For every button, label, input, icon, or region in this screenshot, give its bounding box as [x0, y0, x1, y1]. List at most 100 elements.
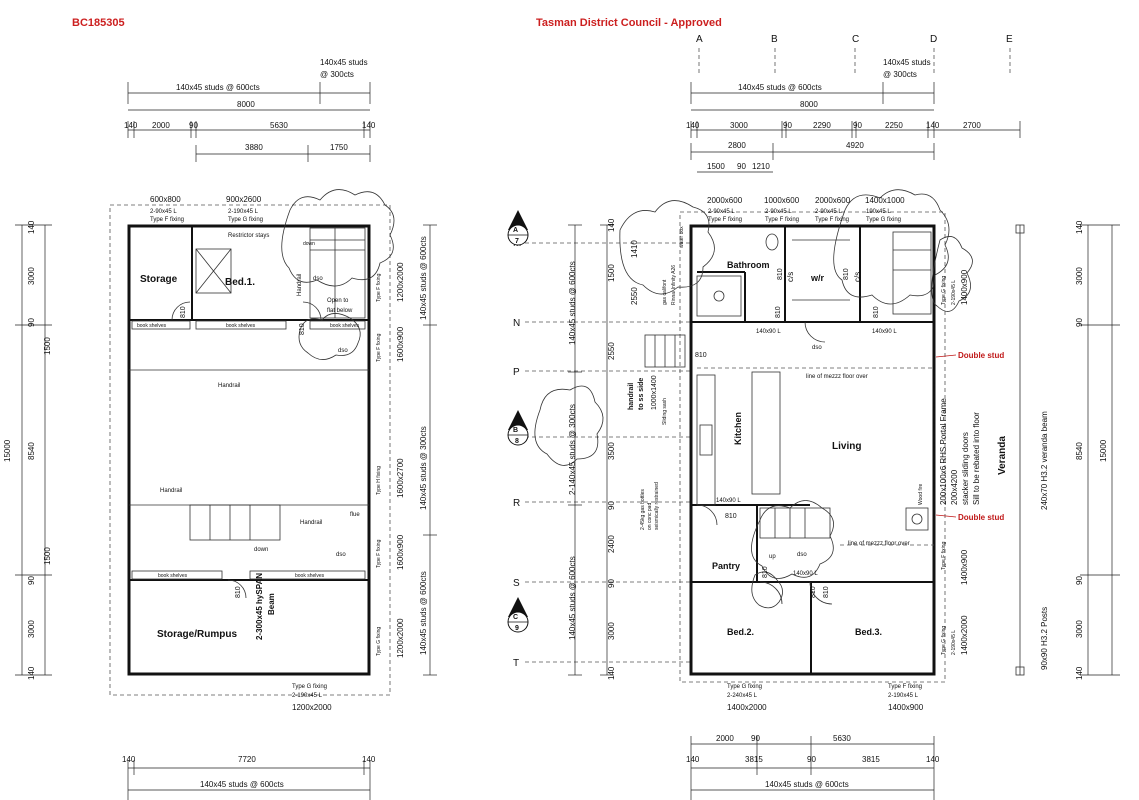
right-stud-note: 140x45 studs — [883, 58, 931, 67]
grid-row-n: N — [513, 318, 520, 329]
grid-row-t: T — [513, 658, 519, 669]
right-stud-note-a: 140x45 studs @ 600cts — [568, 261, 577, 345]
right-window-2: 1000x600 — [764, 196, 800, 205]
left-studs-600: 140x45 studs @ 600cts — [176, 83, 260, 92]
left-stud-note-a: 140x45 studs @ 600cts — [419, 236, 428, 320]
section-c-id: C — [513, 614, 518, 621]
right-bottom-fix-1: Type G fixing — [727, 684, 762, 690]
left-dim-1750: 1750 — [330, 143, 348, 152]
right-dim-3000: 3000 — [730, 121, 748, 130]
left-open-below-2: flat below — [327, 308, 353, 314]
right-double-stud-1: Double stud — [958, 351, 1004, 360]
right-window-fix-2: Type F fixing — [765, 217, 799, 223]
right-lintel-2: 140x90 L — [872, 329, 897, 335]
left-opening-4: 1600x900 — [396, 534, 405, 570]
left-stud-note-2: @ 300cts — [320, 70, 354, 79]
left-restrictor-note: Restrictor stays — [228, 233, 269, 239]
right-dim-4920: 4920 — [846, 141, 864, 150]
right-side-window-3: 1400x2000 — [960, 615, 969, 655]
left-stud-notes: 140x45 studs @ 600cts 140x45 studs @ 300… — [419, 224, 437, 676]
right-door-810-7: 810 — [810, 586, 817, 598]
left-dim-5630: 5630 — [270, 121, 288, 130]
right-side-2400: 2400 — [607, 535, 616, 553]
right-door-810-5: 810 — [695, 352, 707, 359]
portal-frame-3: stacker sliding doors — [961, 432, 970, 505]
right-bottom-140a: 140 — [686, 755, 700, 764]
right-side-3000b: 3000 — [607, 622, 616, 640]
left-side-dimensions: 140 3000 90 1500 8540 1500 90 3000 140 1… — [3, 220, 52, 680]
right-side-3000a: 1500 — [607, 264, 616, 282]
right-side-1500: 2550 — [630, 287, 639, 305]
veranda-posts: 90x90 H3.2 Posts — [1040, 607, 1049, 670]
right-dim-2700: 2700 — [963, 121, 981, 130]
left-dim-2000: 2000 — [152, 121, 170, 130]
far-side-3000b: 3000 — [1075, 620, 1084, 638]
right-side-140a: 140 — [607, 218, 616, 232]
right-gas-2: on conc pad — [647, 503, 653, 530]
left-bottom-studs: 140x45 studs @ 600cts — [200, 780, 284, 789]
far-overall-height: 15000 — [1099, 439, 1108, 462]
grid-letter-a: A — [696, 34, 703, 45]
right-window-spec-3: 2-90x45 L — [815, 209, 842, 215]
left-fixing-f-1: Type F fixing — [376, 273, 382, 302]
right-dim-1210: 1210 — [752, 162, 770, 171]
right-lintel-3: 140x90 L — [716, 498, 741, 504]
left-dim-140a: 140 — [124, 121, 138, 130]
right-up: up — [769, 554, 776, 560]
right-door-810-4: 810 — [775, 306, 782, 318]
left-book-shelves-1: book shelves — [137, 323, 167, 329]
grid-letter-d: D — [930, 34, 937, 45]
left-down-1: down — [254, 547, 268, 553]
grid-letter-b: B — [771, 34, 778, 45]
section-b-num: 8 — [515, 438, 519, 445]
left-side-1500a: 1500 — [43, 337, 52, 355]
portal-frame-1: 200x100x6 RHS Portal Frame — [939, 398, 948, 505]
right-bottom-3815b: 3815 — [862, 755, 880, 764]
right-side-1410: 1410 — [630, 240, 639, 258]
far-side-140b: 140 — [1075, 666, 1084, 680]
right-stud-note-2: @ 300cts — [883, 70, 917, 79]
right-side-spec-3: 2-190x45 L — [951, 630, 957, 655]
left-overall-width: 8000 — [237, 100, 255, 109]
left-side-140b: 140 — [27, 666, 36, 680]
right-dso-2: dso — [797, 552, 807, 558]
grid-letter-e: E — [1006, 34, 1013, 45]
left-door-2: 810 — [299, 323, 306, 335]
section-b-id: B — [513, 427, 518, 434]
room-storage: Storage — [140, 274, 178, 285]
left-side-90a: 90 — [27, 318, 36, 327]
left-book-shelves-3: book shelves — [330, 323, 360, 329]
grid-row-s: S — [513, 578, 520, 589]
right-mezz-1: line of mezzz floor over — [806, 374, 868, 380]
right-dso-1: dso — [812, 345, 822, 351]
room-kitchen: Kitchen — [733, 412, 743, 445]
right-stud-note-c: 140x45 studs @ 600cts — [568, 556, 577, 640]
right-side-140b: 140 — [607, 666, 616, 680]
far-side-8540: 8540 — [1075, 442, 1084, 460]
right-bottom-spec-1: 2-240x45 L — [727, 693, 758, 699]
right-bottom-spec-2: 2-190x45 L — [888, 693, 919, 699]
left-side-3000b: 3000 — [27, 620, 36, 638]
left-bottom-140a: 140 — [122, 755, 136, 764]
grid-row-p: P — [513, 367, 520, 378]
right-side-fix-3: Type G fixing — [941, 626, 947, 655]
right-sash-type: Sliding sash — [662, 398, 668, 425]
left-bottom-spec-1: Type G fixing — [292, 684, 327, 690]
section-c-num: 9 — [515, 625, 519, 632]
right-window-fix-3: Type F fixing — [815, 217, 849, 223]
left-bottom-spec-2: 2-190x45 L — [292, 693, 323, 699]
right-bottom-dimensions: 2000 90 5630 140 3815 90 3815 140 140x45… — [686, 734, 940, 800]
far-side-90a: 90 — [1075, 318, 1084, 327]
right-cs-1: c/s — [786, 272, 795, 282]
right-window-fix-4: Type G fixing — [866, 217, 901, 223]
left-handrail-3: Handrail — [300, 520, 322, 526]
right-door-810-2: 810 — [843, 268, 850, 280]
left-fixing-f-3: Type F fixing — [376, 539, 382, 568]
left-handrail-2: Handrail — [160, 488, 182, 494]
portal-frame-4: Sill to be rebated into floor — [972, 412, 981, 505]
left-dim-140b: 140 — [362, 121, 376, 130]
right-dim-1500: 1500 — [707, 162, 725, 171]
right-floor-plan: Bathroom w/r Kitchen Living Pantry Bed.2… — [619, 189, 1049, 712]
right-dim-140a: 140 — [686, 121, 700, 130]
